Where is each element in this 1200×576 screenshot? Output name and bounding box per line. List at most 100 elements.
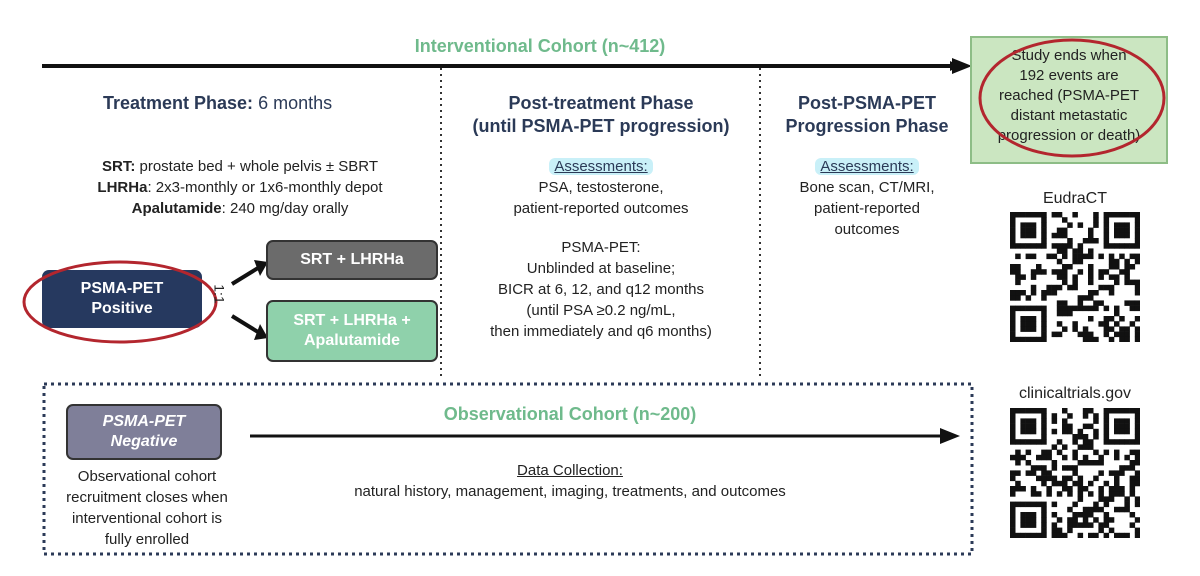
qr-module bbox=[1103, 238, 1110, 244]
qr-module bbox=[1067, 222, 1073, 228]
qr-module bbox=[1119, 408, 1125, 414]
qr-module bbox=[1020, 439, 1026, 445]
qr-module bbox=[1088, 532, 1094, 538]
qr-module bbox=[1046, 454, 1052, 461]
qr-module bbox=[1108, 326, 1115, 332]
qr-module bbox=[1098, 506, 1104, 513]
qr-module bbox=[1020, 517, 1026, 523]
qr-module bbox=[1041, 326, 1047, 332]
qr-module bbox=[1025, 439, 1032, 445]
qr-module bbox=[1051, 512, 1058, 518]
qr-module bbox=[1134, 496, 1140, 502]
qr-module bbox=[1119, 331, 1125, 338]
qr-module bbox=[1056, 274, 1063, 280]
qr-module bbox=[1077, 248, 1084, 254]
progression-assessments-label: Assessments: bbox=[815, 158, 919, 175]
qr-module bbox=[1036, 243, 1042, 249]
qr-module bbox=[1114, 428, 1120, 435]
qr-module bbox=[1108, 496, 1115, 502]
qr-module bbox=[1036, 336, 1042, 342]
qr-module bbox=[1062, 217, 1068, 223]
qr-module bbox=[1108, 486, 1115, 492]
qr-module bbox=[1119, 243, 1125, 249]
qr-module bbox=[1124, 418, 1130, 424]
qr-module bbox=[1051, 253, 1058, 260]
qr-module bbox=[1119, 212, 1125, 218]
qr-module bbox=[1098, 522, 1104, 528]
qr-module bbox=[1134, 253, 1140, 260]
qr-module bbox=[1025, 532, 1032, 538]
qr-module bbox=[1114, 258, 1120, 265]
qr-module bbox=[1015, 532, 1021, 538]
qr-module bbox=[1041, 501, 1047, 508]
qr-module bbox=[1098, 460, 1104, 466]
qr-module bbox=[1030, 486, 1037, 492]
qr-module bbox=[1025, 470, 1032, 476]
qr-module bbox=[1072, 326, 1078, 332]
qr-module bbox=[1025, 501, 1032, 508]
qr-module bbox=[1082, 439, 1089, 445]
qr-module bbox=[1124, 336, 1130, 342]
eudract-qr-icon[interactable] bbox=[1010, 212, 1140, 342]
qr-module bbox=[1103, 449, 1110, 456]
qr-module bbox=[1062, 253, 1068, 260]
qr-module bbox=[1114, 331, 1120, 338]
qr-module bbox=[1072, 248, 1078, 254]
qr-module bbox=[1134, 279, 1140, 286]
qr-module bbox=[1067, 517, 1073, 523]
qr-module bbox=[1103, 321, 1110, 327]
qr-module bbox=[1020, 212, 1026, 218]
qr-module bbox=[1072, 212, 1078, 218]
qr-module bbox=[1119, 423, 1125, 430]
qr-module bbox=[1088, 248, 1094, 254]
qr-module bbox=[1041, 331, 1047, 338]
qr-module bbox=[1030, 517, 1037, 523]
qr-module bbox=[1124, 506, 1130, 513]
clinicaltrials-qr-icon[interactable] bbox=[1010, 408, 1140, 538]
qr-module bbox=[1056, 243, 1063, 249]
qr-module bbox=[1020, 290, 1026, 296]
qr-module bbox=[1041, 232, 1047, 239]
qr-module bbox=[1093, 517, 1099, 523]
qr-module bbox=[1030, 408, 1037, 414]
qr-module bbox=[1134, 227, 1140, 234]
qr-module bbox=[1062, 248, 1068, 254]
qr-module bbox=[1103, 331, 1110, 338]
qr-module bbox=[1020, 522, 1026, 528]
qr-module bbox=[1124, 454, 1130, 461]
interventional-cohort-title: Interventional Cohort (n~412) bbox=[414, 36, 666, 56]
qr-module bbox=[1114, 243, 1120, 249]
qr-module bbox=[1108, 491, 1115, 497]
qr-module bbox=[1041, 295, 1047, 301]
qr-module bbox=[1036, 454, 1042, 461]
qr-module bbox=[1051, 290, 1058, 296]
qr-module bbox=[1103, 512, 1110, 518]
qr-module bbox=[1030, 428, 1037, 435]
qr-module bbox=[1082, 238, 1089, 244]
qr-module bbox=[1025, 522, 1032, 528]
qr-module bbox=[1134, 408, 1140, 414]
qr-module bbox=[1025, 449, 1032, 456]
qr-module bbox=[1077, 496, 1084, 502]
qr-module bbox=[1036, 264, 1042, 270]
qr-module bbox=[1010, 522, 1016, 528]
qr-module bbox=[1030, 326, 1037, 332]
qr-module bbox=[1041, 449, 1047, 456]
qr-module bbox=[1134, 423, 1140, 430]
progression-details: Assessments: Bone scan, CT/MRI, patient-… bbox=[799, 158, 935, 238]
qr-module bbox=[1077, 305, 1084, 312]
qr-module bbox=[1041, 336, 1047, 342]
qr-module bbox=[1077, 300, 1084, 306]
qr-module bbox=[1010, 491, 1016, 497]
qr-module bbox=[1036, 465, 1042, 471]
qr-module bbox=[1114, 475, 1120, 482]
qr-module bbox=[1134, 470, 1140, 476]
qr-module bbox=[1067, 506, 1073, 513]
qr-module bbox=[1030, 491, 1037, 497]
qr-module bbox=[1041, 222, 1047, 228]
qr-module bbox=[1088, 279, 1094, 286]
qr-module bbox=[1041, 434, 1047, 440]
qr-module bbox=[1129, 279, 1136, 286]
qr-module bbox=[1093, 418, 1099, 424]
qr-module bbox=[1046, 491, 1052, 497]
